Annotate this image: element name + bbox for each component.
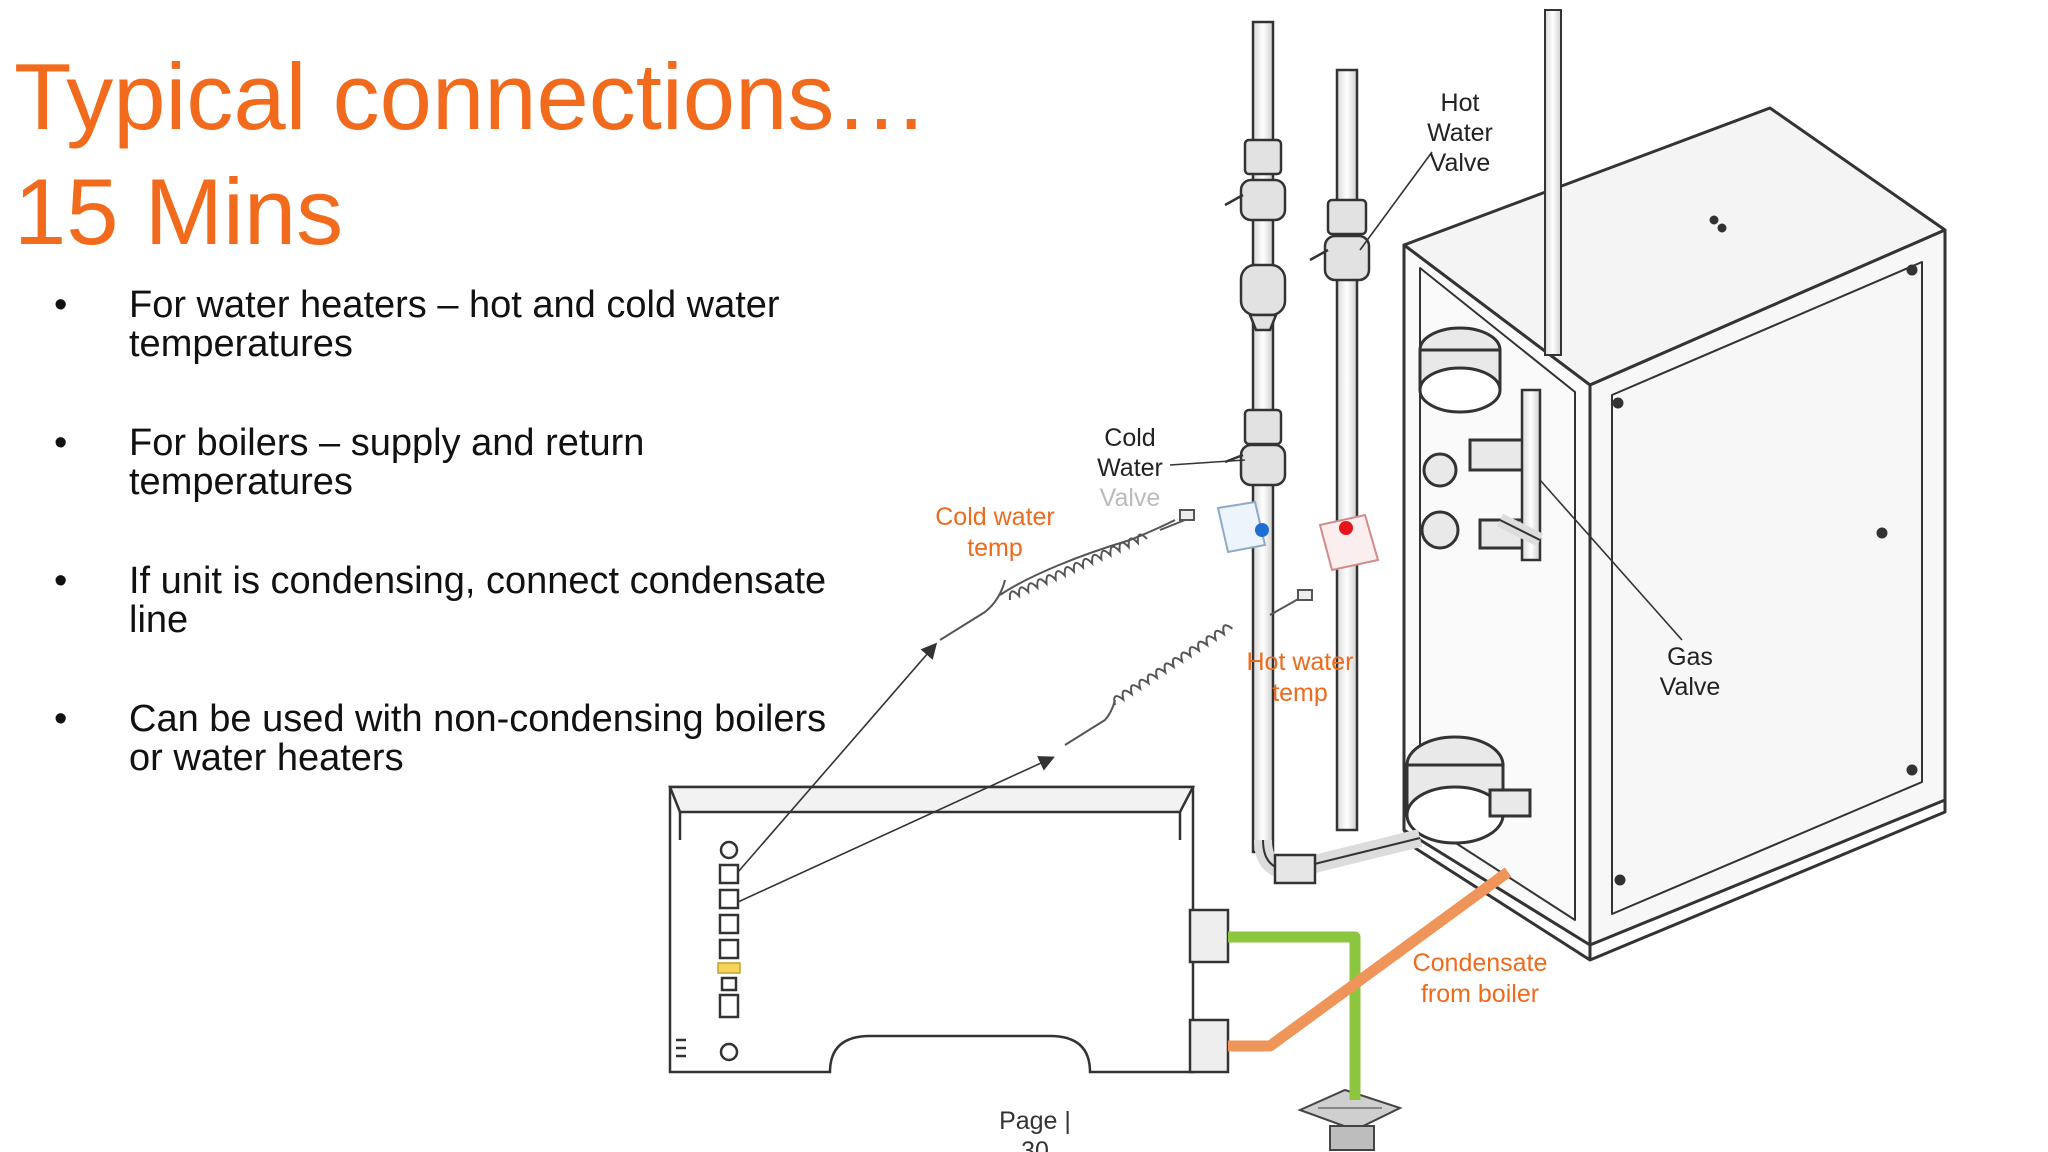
label-line: Water [1097,454,1163,482]
bullet-marker: • [54,422,68,464]
gas-pipe [1496,388,1544,562]
controller-unit [668,785,1230,1074]
label-line: Valve [1659,673,1721,701]
vent-pipe [1544,9,1562,356]
bullet-text-line: For boilers – supply and return [129,422,645,464]
bullet-text-line: line [129,599,189,641]
label-line: temp [967,534,1023,562]
slide-title-line-2: 15 Mins [14,159,344,264]
bullet-marker: • [54,560,68,602]
bullet-text-line: Can be used with non-condensing boilers [129,698,827,740]
label-line: Condensate [1412,949,1548,977]
bullet-text-line: If unit is condensing, connect condensat… [129,560,827,602]
bullet-text-line: For water heaters – hot and cold water [129,284,780,326]
floor-drain [1297,1088,1403,1151]
connection-arrows [737,642,1055,903]
label-leaders [1169,151,1683,641]
label-line: Cold water [935,503,1055,531]
cold-water-sensor-clip [1216,500,1269,554]
label-line: Valve [1429,149,1491,177]
label-line: Gas [1667,643,1713,671]
label-line: temp [1272,679,1328,707]
hot-sensor-cable [1064,589,1313,746]
label-line: Valve [1099,484,1161,512]
label-line: Hot [1440,89,1480,117]
label-line: Hot water [1246,648,1354,676]
label-line: Cold [1104,424,1156,452]
page-number-value: 30 [1021,1137,1049,1152]
condensate-line [1228,867,1512,1052]
drain-line [1228,931,1361,1100]
boiler-cabinet [1402,106,1947,962]
bullet-text: For water heaters – hot and cold water t… [129,286,949,364]
boiler-side-fittings [1405,326,1532,845]
bullet-text-line: or water heaters [129,737,404,779]
valves [1224,138,1371,487]
hot-water-sensor-clip [1318,513,1380,572]
bullet-text: Can be used with non-condensing boilers … [129,700,949,778]
hot-water-temp-label: Hot water temp [1225,647,1375,709]
page-number-label: Page | [999,1107,1071,1135]
bullet-marker: • [54,284,68,326]
bullet-text-line: temperatures [129,461,353,503]
condensate-label: Condensate from boiler [1400,948,1560,1010]
hot-water-valve-label: Hot Water Valve [1410,88,1510,178]
bullet-text-line: temperatures [129,323,353,365]
bullet-text: If unit is condensing, connect condensat… [129,562,949,640]
page-number: Page | 30 [990,1106,1080,1152]
cold-water-temp-label: Cold water temp [920,502,1070,564]
slide-title-line-1: Typical connections… [14,44,929,149]
gas-valve-label: Gas Valve [1640,642,1740,702]
bullet-text: For boilers – supply and return temperat… [129,424,949,502]
label-line: from boiler [1420,980,1540,1008]
label-line: Water [1427,119,1493,147]
cold-sensor-cable [939,509,1195,641]
cold-water-valve-label: Cold Water Valve [1080,423,1180,513]
bullet-marker: • [54,698,68,740]
